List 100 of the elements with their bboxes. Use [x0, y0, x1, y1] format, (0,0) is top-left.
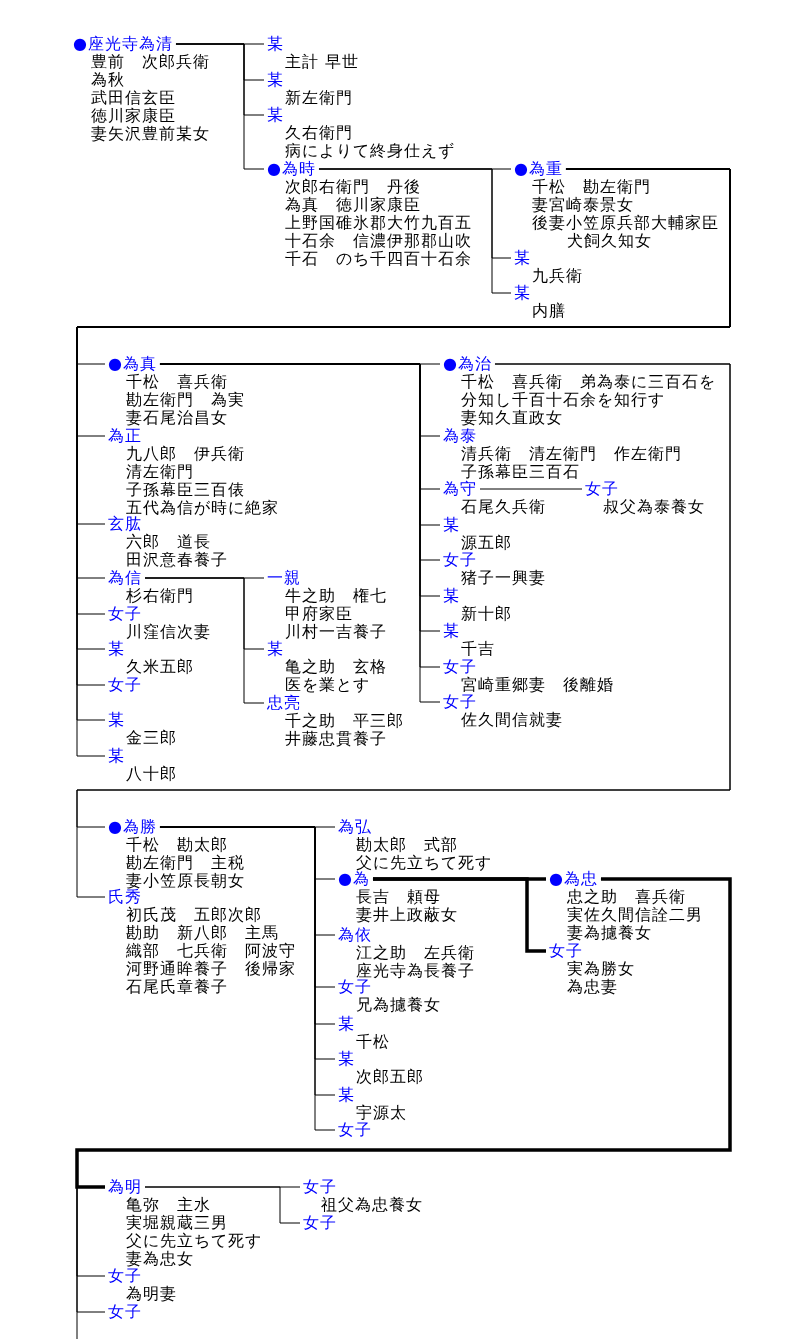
person-name: 女子 — [108, 605, 142, 623]
person-note: 妻小笠原長朝女 — [126, 872, 245, 890]
person-name: ●為忠 — [549, 870, 598, 888]
person-note: 新左衛門 — [285, 89, 353, 107]
person-name: 女子 — [443, 551, 477, 569]
person-note: 実佐久間信詮二男 — [567, 906, 703, 924]
person-note: 九兵衛 — [532, 267, 583, 285]
person-note: 妻為攄養女 — [567, 924, 652, 942]
person-note: 初氏茂 五郎次郎 — [126, 906, 262, 924]
person-name: 女子 — [338, 1121, 372, 1139]
tree-line — [75, 877, 732, 1189]
person-note: 兄為攄養女 — [356, 996, 441, 1014]
person-note: 勘左衛門 主税 — [126, 854, 245, 872]
person-name: 女子 — [303, 1214, 337, 1232]
person-name: 為弘 — [338, 818, 372, 836]
tree-line — [318, 168, 512, 294]
person-name: 為信 — [108, 569, 142, 587]
person-note: 勘左衛門 為実 — [126, 391, 245, 409]
person-note: 千松 勘太郎 — [126, 836, 228, 854]
person-note: 川村一吉養子 — [285, 623, 387, 641]
person-name: 女子 — [443, 693, 477, 711]
person-note: 子孫幕臣三百石 — [461, 463, 580, 481]
person-note: 病によりて終身仕えず — [285, 142, 455, 160]
person-name: 女子 — [549, 942, 583, 960]
person-note: 豊前 次郎兵衛 — [91, 53, 210, 71]
person-name: ●為時 — [267, 160, 316, 178]
person-name: 某 — [267, 106, 284, 124]
person-name: 某 — [108, 747, 125, 765]
person-note: 杉右衛門 — [126, 587, 194, 605]
person-note: 五代為信が時に絶家 — [126, 499, 279, 517]
person-note: 勘太郎 式部 — [356, 836, 458, 854]
person-note: 久右衛門 — [285, 124, 353, 142]
person-name: 某 — [443, 587, 460, 605]
person-note: 主計 早世 — [285, 53, 360, 71]
person-note: 新十郎 — [461, 605, 512, 623]
person-note: 清左衛門 — [126, 463, 194, 481]
person-note: 座光寺為長養子 — [356, 962, 475, 980]
person-name: 為正 — [108, 427, 142, 445]
person-note: 上野国碓氷郡大竹九百五十石余 信濃伊那郡山吹千石 のち千四百十石余 — [285, 214, 473, 268]
person-note: 勘助 新八郎 主馬 — [126, 924, 279, 942]
person-name: 一親 — [267, 569, 301, 587]
person-name: 某 — [338, 1015, 355, 1033]
person-note: 亀之助 玄格 — [285, 658, 387, 676]
person-note: 後妻小笠原兵部大輔家臣犬飼久知女 — [532, 214, 720, 250]
person-name: 某 — [108, 640, 125, 658]
person-note: 石尾久兵衛 — [461, 498, 546, 516]
person-note: 亀弥 主水 — [126, 1196, 211, 1214]
person-note: 内膳 — [532, 302, 566, 320]
person-note: 江之助 左兵衛 — [356, 944, 475, 962]
tree-line — [372, 877, 546, 953]
person-note: 次郎右衛門 丹後 — [285, 178, 422, 196]
person-note: 次郎五郎 — [356, 1068, 424, 1086]
person-note: 河野通眸養子 後帰家 — [126, 960, 296, 978]
person-name: 女子 — [585, 480, 619, 498]
person-note: 金三郎 — [126, 729, 177, 747]
person-note: 為明妻 — [126, 1285, 177, 1303]
person-name: 為泰 — [443, 427, 477, 445]
person-note: 武田信玄臣 — [91, 89, 176, 107]
person-note: 妻井上政蔽女 — [356, 906, 458, 924]
person-note: 織部 七兵衛 阿波守 — [126, 942, 296, 960]
person-name: 某 — [338, 1086, 355, 1104]
person-name: 某 — [108, 711, 125, 729]
person-note: 為真 徳川家康臣 — [285, 196, 422, 214]
person-name: 為明 — [108, 1178, 142, 1196]
person-note: 妻石尾治昌女 — [126, 409, 228, 427]
person-note: 妻宮崎泰景女 — [532, 196, 635, 214]
person-note: 医を業とす — [285, 676, 370, 694]
person-note: 長吉 頼母 — [356, 888, 441, 906]
person-name: ●為治 — [443, 355, 492, 373]
person-note: 久米五郎 — [126, 658, 194, 676]
person-note: 千松 喜兵衛 — [126, 373, 228, 391]
person-name: 某 — [267, 35, 284, 53]
person-note: 石尾氏章養子 — [126, 978, 228, 996]
person-name: 氏秀 — [108, 888, 142, 906]
person-note: 八十郎 — [126, 765, 177, 783]
person-note: 子孫幕臣三百俵 — [126, 481, 245, 499]
person-note: 川窪信次妻 — [126, 623, 211, 641]
person-name: 某 — [514, 284, 531, 302]
person-note: 妻矢沢豊前某女 — [91, 125, 210, 143]
person-note: 千松 — [356, 1033, 390, 1051]
person-note: 佐久間信就妻 — [461, 711, 563, 729]
person-note: 千之助 平三郎 — [285, 712, 404, 730]
person-note: 妻為忠女 — [126, 1250, 194, 1268]
person-name: 女子 — [108, 1267, 142, 1285]
person-name: ●為 — [338, 870, 370, 888]
person-name: 為依 — [338, 926, 372, 944]
person-name: 忠亮 — [267, 694, 301, 712]
person-name: 某 — [338, 1050, 355, 1068]
person-note: 六郎 道長 — [126, 533, 211, 551]
person-note: 千松 喜兵衛 弟為泰に三百石を分知し千百十石余を知行す — [461, 373, 717, 409]
person-note: 井藤忠貫養子 — [285, 730, 387, 748]
person-note: 徳川家康臣 — [91, 107, 176, 125]
person-note: 忠之助 喜兵衛 — [567, 888, 686, 906]
person-name: ●為勝 — [108, 818, 157, 836]
person-note: 源五郎 — [461, 534, 512, 552]
person-note: 祖父為忠養女 — [321, 1196, 423, 1214]
person-note: 為忠妻 — [567, 978, 618, 996]
person-name: ●座光寺為清 — [73, 35, 173, 53]
person-name: 女子 — [338, 978, 372, 996]
person-name: 某 — [514, 249, 531, 267]
